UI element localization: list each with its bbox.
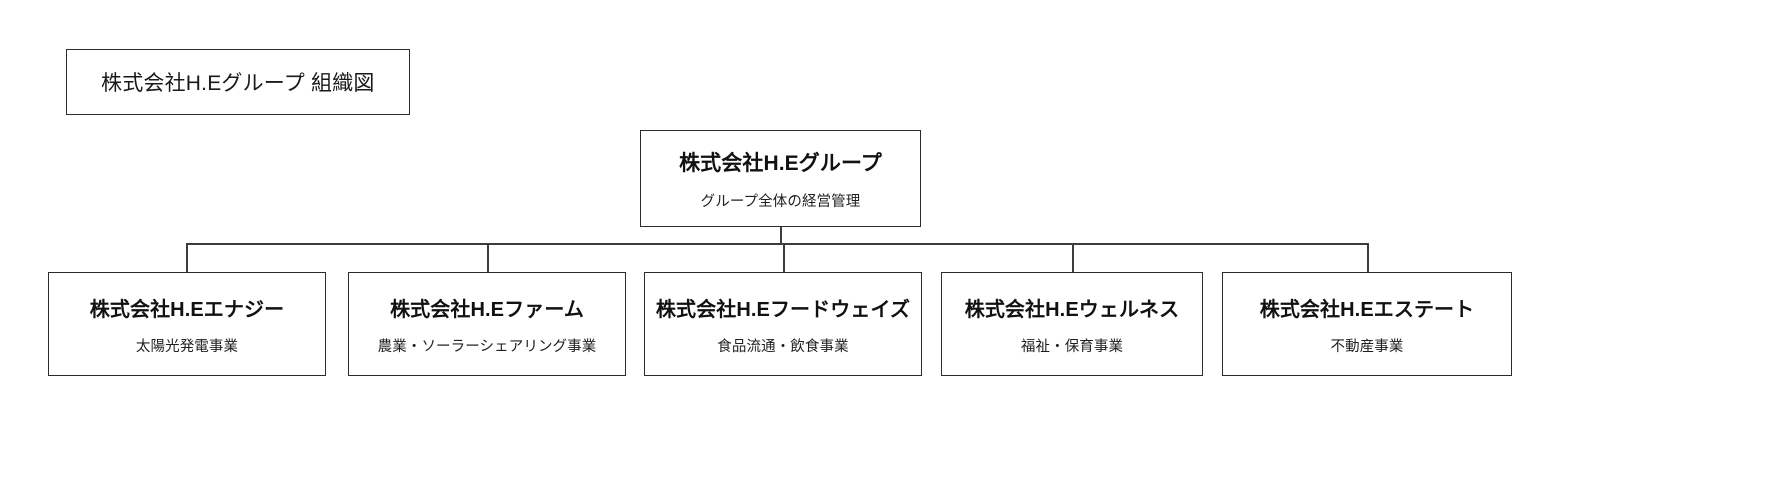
org-node-root-title: 株式会社H.Eグループ xyxy=(679,151,882,175)
org-node-he-wellness-subtitle: 福祉・保育事業 xyxy=(1020,338,1124,355)
org-node-he-wellness[interactable]: 株式会社H.Eウェルネス 福祉・保育事業 xyxy=(941,272,1203,376)
connector-horizontal-bus xyxy=(186,243,1368,245)
org-node-he-energy-subtitle: 太陽光発電事業 xyxy=(135,338,239,355)
org-node-he-foodways-subtitle: 食品流通・飲食事業 xyxy=(717,338,849,355)
org-node-he-estate-title: 株式会社H.Eエステート xyxy=(1259,298,1475,321)
org-node-he-foodways[interactable]: 株式会社H.Eフードウェイズ 食品流通・飲食事業 xyxy=(644,272,922,376)
org-node-he-farm-subtitle: 農業・ソーラーシェアリング事業 xyxy=(377,338,597,355)
connector-root-drop xyxy=(780,227,782,244)
org-node-he-estate-subtitle: 不動産事業 xyxy=(1330,338,1404,355)
connector-drop-child-3 xyxy=(783,243,785,272)
connector-drop-child-4 xyxy=(1072,243,1074,272)
org-node-he-energy[interactable]: 株式会社H.Eエナジー 太陽光発電事業 xyxy=(48,272,326,376)
connector-drop-child-2 xyxy=(487,243,489,272)
org-node-he-farm-title: 株式会社H.Eファーム xyxy=(390,298,584,321)
chart-title-label: 株式会社H.Eグループ 組織図 xyxy=(101,72,375,95)
org-node-root-subtitle: グループ全体の経営管理 xyxy=(700,193,861,210)
org-node-he-foodways-title: 株式会社H.Eフードウェイズ xyxy=(655,298,911,321)
org-node-he-estate[interactable]: 株式会社H.Eエステート 不動産事業 xyxy=(1222,272,1512,376)
org-node-he-farm[interactable]: 株式会社H.Eファーム 農業・ソーラーシェアリング事業 xyxy=(348,272,626,376)
connector-drop-child-1 xyxy=(186,243,188,272)
org-node-he-energy-title: 株式会社H.Eエナジー xyxy=(89,298,285,321)
org-node-he-wellness-title: 株式会社H.Eウェルネス xyxy=(964,298,1180,321)
connector-drop-child-5 xyxy=(1367,243,1369,272)
org-node-root[interactable]: 株式会社H.Eグループ グループ全体の経営管理 xyxy=(640,130,921,227)
chart-title-box: 株式会社H.Eグループ 組織図 xyxy=(66,49,410,115)
